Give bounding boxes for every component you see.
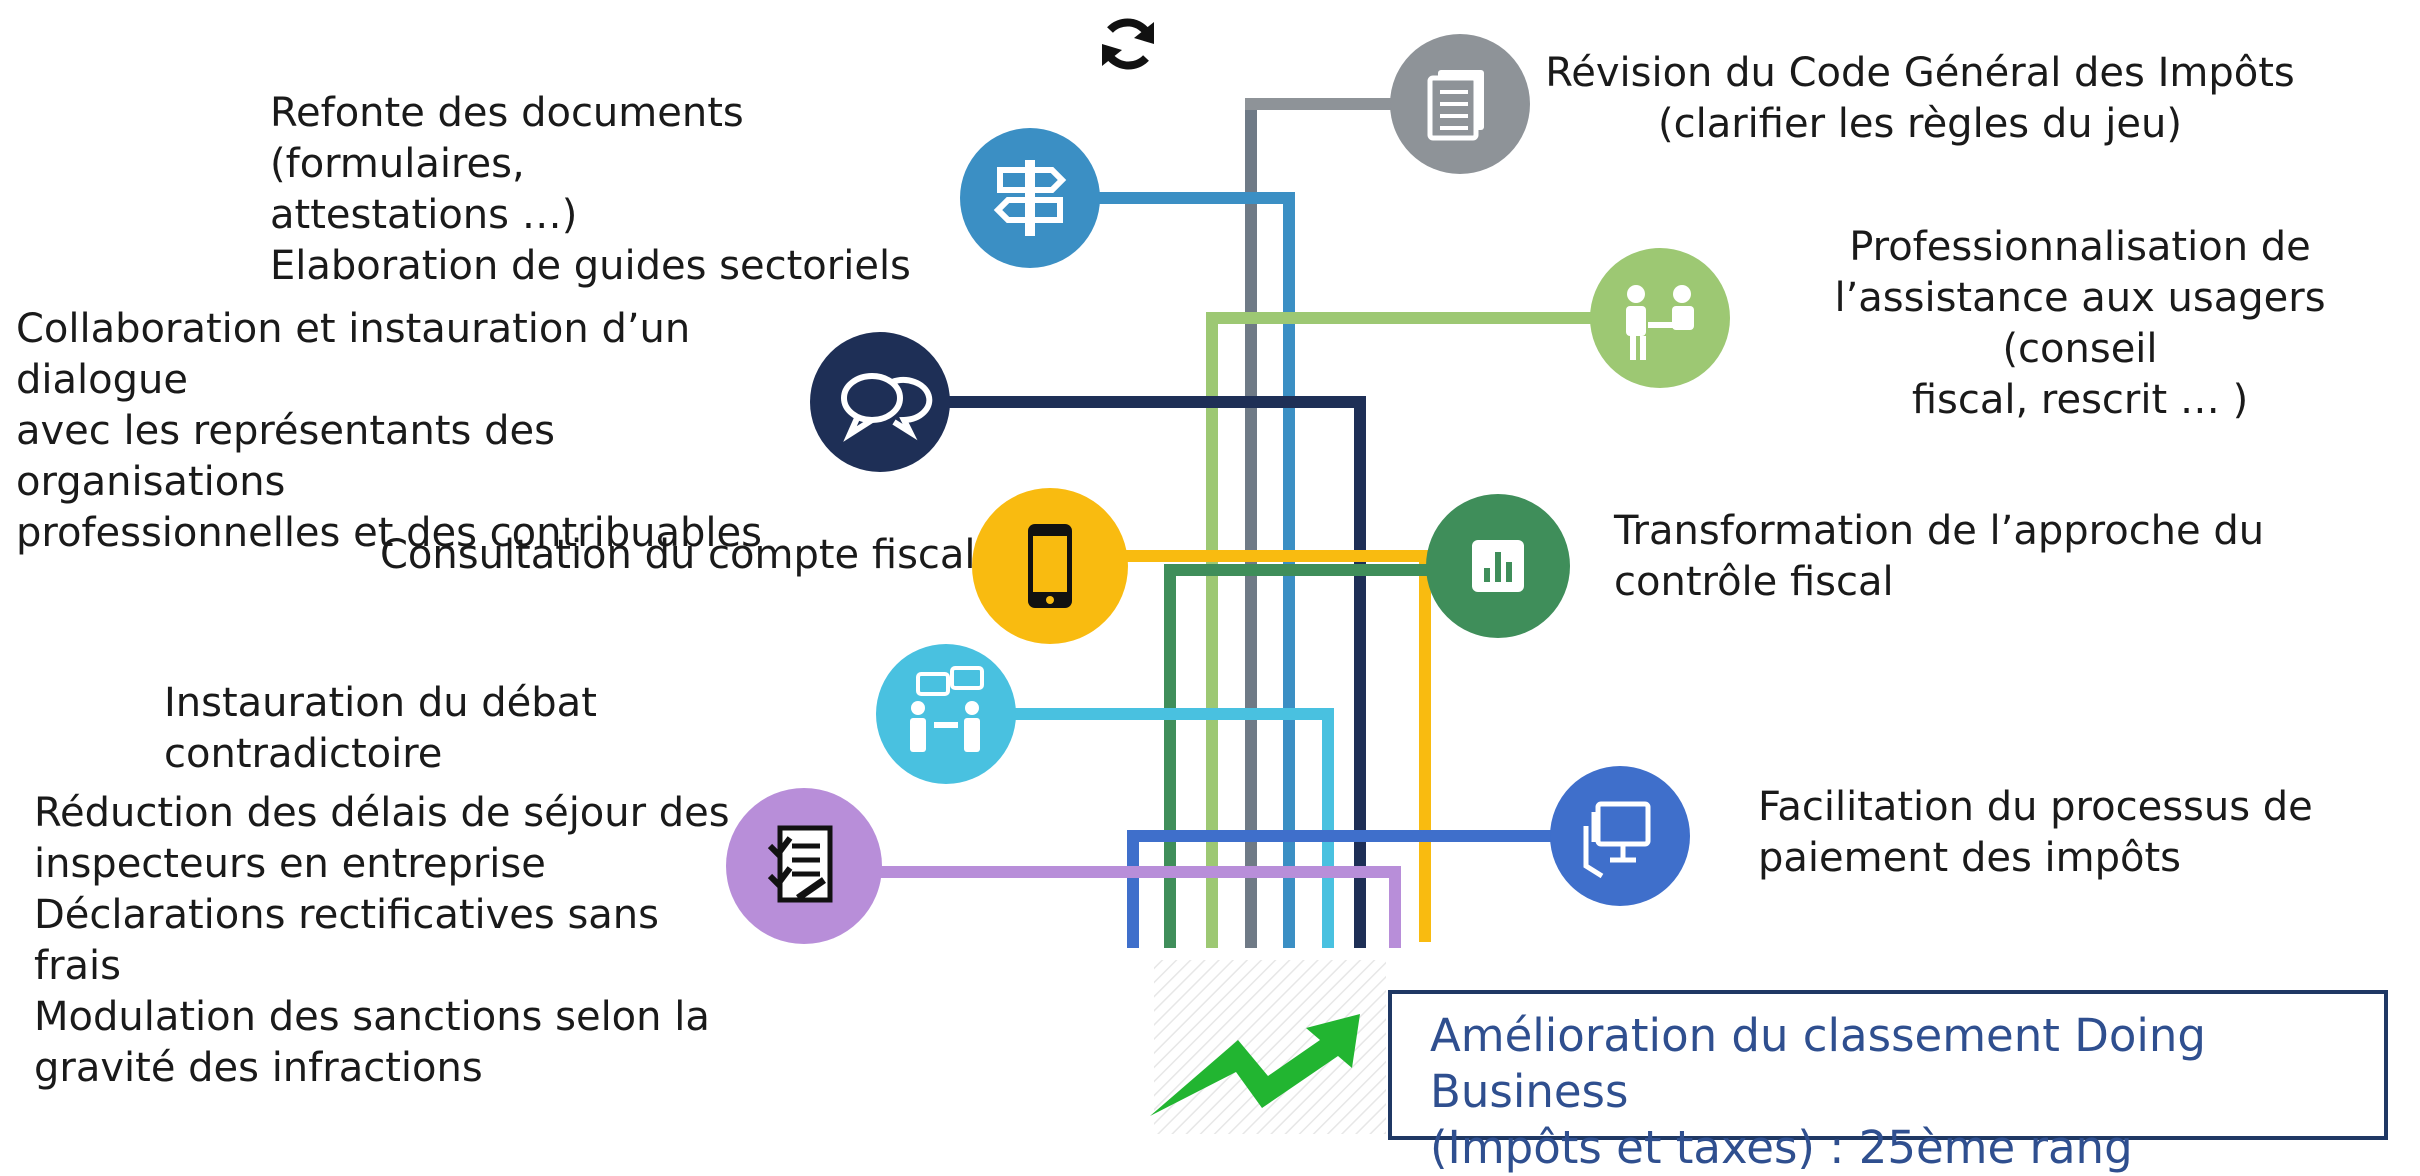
label-collaboration: Collaboration et instauration d’un dialo… [16,306,762,556]
label-reduction: Réduction des délais de séjour des inspe… [34,790,730,1091]
label-facilitation: Facilitation du processus de paiement de… [1758,784,2313,881]
touch-screen-icon [1550,766,1690,906]
connector-line [796,877,826,901]
trend-up-arrow-icon [1150,1014,1360,1116]
label-refonte-documents: Refonte des documents (formulaires, atte… [270,90,911,289]
signpost-icon [960,128,1100,268]
refresh-cycle-icon [1102,18,1154,70]
smartphone-icon [972,488,1128,644]
connector-lines [726,18,1730,1134]
result-box: Amélioration du classement Doing Busines… [1388,990,2388,1174]
help-desk-icon [1590,248,1730,388]
document-icon [1390,34,1530,174]
checklist-icon [726,788,882,944]
discussion-icon [876,644,1016,784]
label-revision-code: Révision du Code Général des Impôts (cla… [1545,50,2295,147]
diagram-canvas: Révision du Code Général des Impôts (cla… [16,18,2388,1174]
speech-bubbles-icon [810,332,950,472]
result-text: Amélioration du classement Doing Busines… [1430,1009,2206,1174]
label-consultation: Consultation du compte fiscal [380,532,976,578]
label-transformation: Transformation de l’approche du contrôle… [1614,508,2265,605]
label-debat: Instauration du débat contradictoire [164,680,597,777]
label-professionnalisation: Professionnalisation de l’assistance aux… [1834,224,2326,423]
bar-chart-icon [1426,494,1570,638]
